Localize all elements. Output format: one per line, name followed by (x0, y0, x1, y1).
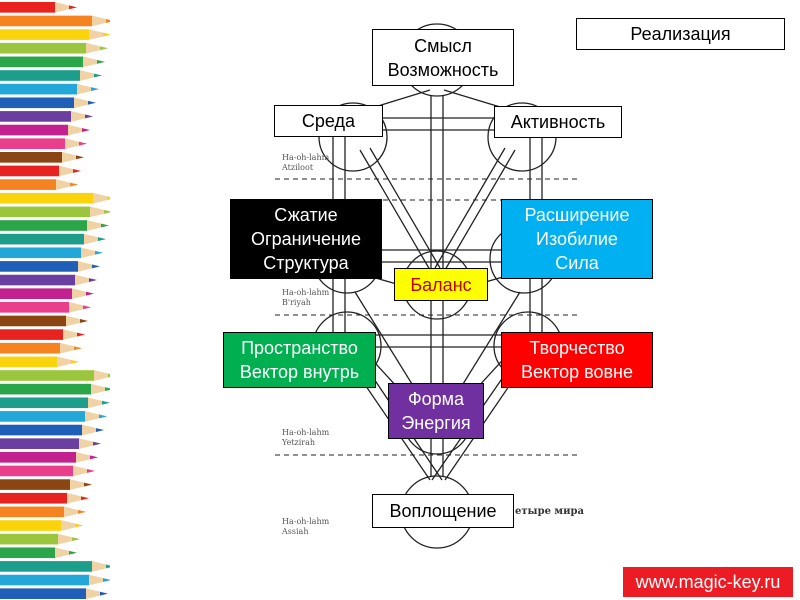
embodiment-box: Воплощение (372, 494, 514, 528)
pencil (0, 492, 89, 504)
pencil (0, 438, 101, 449)
pencil (0, 574, 110, 586)
pencil (0, 56, 105, 68)
pencil (0, 465, 95, 477)
pencil (0, 329, 85, 340)
activity-box: Активность (494, 106, 622, 138)
pencil (0, 588, 108, 599)
colored-pencils-decoration (0, 2, 110, 599)
creativity-box: Творчество Вектор вовне (501, 332, 653, 388)
form-energy-box: Форма Энергия (388, 383, 484, 439)
pencil (0, 288, 94, 299)
realization-box: Реализация (576, 18, 785, 50)
pencil (0, 2, 77, 13)
pencil (0, 370, 110, 381)
pencil (0, 561, 110, 572)
pencil (0, 479, 92, 490)
pencil (0, 97, 96, 109)
pencil (0, 124, 90, 136)
expansion-box: Расширение Изобилие Сила (501, 199, 653, 279)
pencil (0, 383, 110, 395)
pencil (0, 83, 99, 95)
pencil (0, 29, 110, 40)
pencil (0, 165, 81, 177)
pencil (0, 42, 108, 54)
pencil (0, 356, 79, 368)
pencil (0, 274, 97, 286)
world-label-atziluth: Ha-oh-lahm Atziloot (282, 153, 330, 172)
pencil (0, 70, 102, 81)
pencil (0, 206, 110, 218)
pencil (0, 111, 93, 122)
four-worlds-label: етыре мира (515, 506, 584, 517)
pencil (0, 192, 110, 204)
site-url-badge: www.magic-key.ru (623, 567, 793, 597)
pencil (0, 533, 80, 545)
pencil (0, 152, 84, 163)
pencil (0, 452, 98, 463)
world-label-briyah: Ha-oh-lahm B'riyah (282, 288, 330, 307)
world-label-yetzirah: Ha-oh-lahm Yetzirah (282, 428, 330, 447)
pencil (0, 247, 103, 259)
pencil (0, 261, 100, 272)
pencil (0, 220, 109, 231)
pencil (0, 424, 104, 436)
pencil (0, 138, 87, 149)
compression-box: Сжатие Ограничение Структура (230, 199, 382, 279)
pencil (0, 315, 88, 327)
pencil (0, 179, 78, 190)
space-box: Пространство Вектор внутрь (223, 332, 376, 388)
balance-box: Баланс (394, 268, 488, 301)
pencil (0, 506, 86, 518)
pencil (0, 15, 110, 27)
pencil (0, 342, 82, 354)
pencil (0, 547, 77, 559)
pencil (0, 520, 83, 531)
pencil (0, 397, 110, 409)
meaning-possibility-box: Смысл Возможность (372, 29, 514, 86)
pencil (0, 302, 91, 313)
pencil (0, 233, 106, 245)
environment-box: Среда (274, 105, 383, 137)
world-label-assiah: Ha-oh-lahm Assiah (282, 517, 330, 536)
pencil (0, 411, 107, 422)
